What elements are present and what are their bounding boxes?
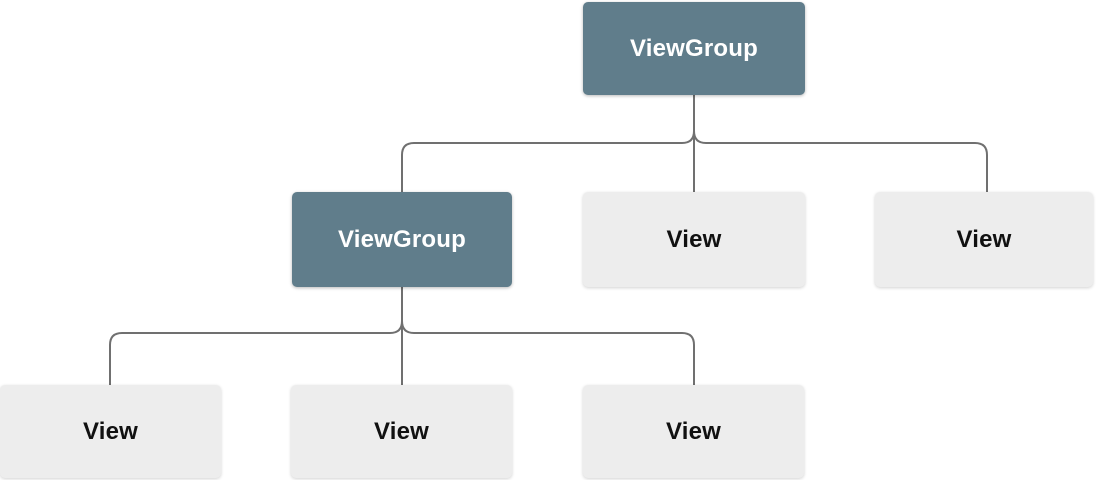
node-viewgroup-root-label: ViewGroup: [629, 34, 759, 62]
node-view-middle: View: [583, 192, 805, 287]
edge-child-to-view-bottom-left: [109, 287, 403, 385]
node-view-bottom-middle: View: [291, 385, 512, 478]
node-view-bottom-right: View: [583, 385, 804, 478]
node-view-middle-label: View: [666, 225, 722, 253]
node-view-right-label: View: [956, 225, 1012, 253]
node-view-right: View: [875, 192, 1093, 287]
node-viewgroup-child: ViewGroup: [292, 192, 512, 287]
node-viewgroup-child-label: ViewGroup: [337, 225, 467, 253]
node-viewgroup-root: ViewGroup: [583, 2, 805, 95]
node-view-bottom-right-label: View: [665, 417, 722, 445]
node-view-bottom-left-label: View: [82, 417, 139, 445]
node-view-bottom-left: View: [0, 385, 221, 478]
edge-root-to-viewgroup-child: [401, 95, 695, 192]
node-view-bottom-middle-label: View: [373, 417, 430, 445]
edge-root-to-view-right: [693, 95, 988, 192]
edge-child-to-view-bottom-right: [401, 287, 695, 385]
